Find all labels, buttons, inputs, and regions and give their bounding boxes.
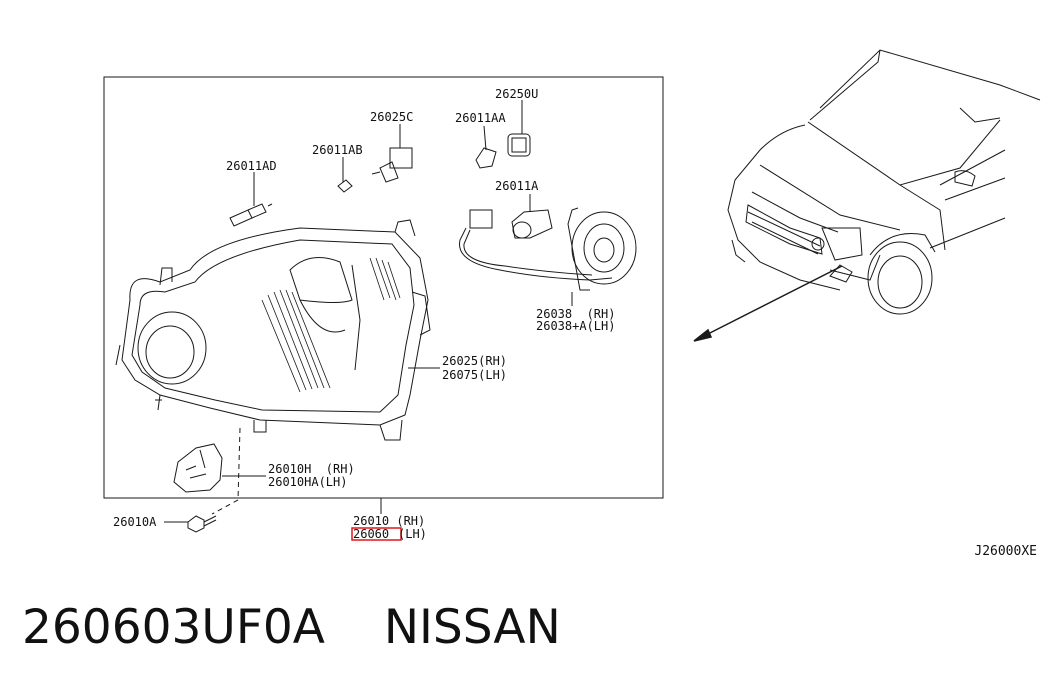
- leader-lines: [164, 100, 573, 523]
- bulb-26011AB: [337, 179, 353, 193]
- label-26010HA-lh: 26010HA(LH): [268, 475, 347, 489]
- part-number: 260603UF0A: [22, 600, 325, 655]
- label-26025C: 26025C: [370, 110, 413, 124]
- harness-26038: [459, 207, 637, 291]
- label-26011AB: 26011AB: [312, 143, 363, 157]
- label-26010-rh: 26010 (RH): [353, 514, 425, 528]
- socket-26250U: [507, 133, 531, 157]
- label-26250U: 26250U: [495, 87, 538, 101]
- label-26038-rh: 26038 (RH): [536, 307, 615, 321]
- callout-arrow: [693, 265, 843, 342]
- label-26060-lh: (LH): [398, 527, 427, 541]
- bracket-26010H: [173, 443, 223, 493]
- label-26038-lh: 26038+A(LH): [536, 319, 615, 333]
- highlight-box: [351, 527, 402, 541]
- label-26011A: 26011A: [495, 179, 539, 193]
- headlamp-housing: [115, 219, 431, 441]
- bolt-26010A: [187, 515, 217, 533]
- bulb-26011A: [511, 209, 553, 239]
- part-caption: 260603UF0A NISSAN: [22, 598, 561, 658]
- label-26010A: 26010A: [113, 515, 157, 529]
- bulb-26011AD: [229, 203, 273, 227]
- label-26025-rh: 26025(RH): [442, 354, 507, 368]
- bulb-26011AA: [475, 147, 497, 169]
- label-26060: 26060: [353, 527, 389, 541]
- label-26011AA: 26011AA: [455, 111, 506, 125]
- parts-diagram: 26250U 26011AA 26025C 26011AB 26011AD 26…: [103, 49, 1041, 541]
- assembly-frame: [103, 76, 664, 499]
- label-26011AD: 26011AD: [226, 159, 277, 173]
- brand-name: NISSAN: [383, 600, 561, 655]
- vehicle-illustration: [727, 49, 1041, 315]
- diagram-code: J26000XE: [974, 544, 1037, 559]
- label-26010H-rh: 26010H (RH): [268, 462, 355, 476]
- lens-hatching: [261, 257, 401, 393]
- label-26075-lh: 26075(LH): [442, 368, 507, 382]
- socket-26025C: [371, 147, 413, 183]
